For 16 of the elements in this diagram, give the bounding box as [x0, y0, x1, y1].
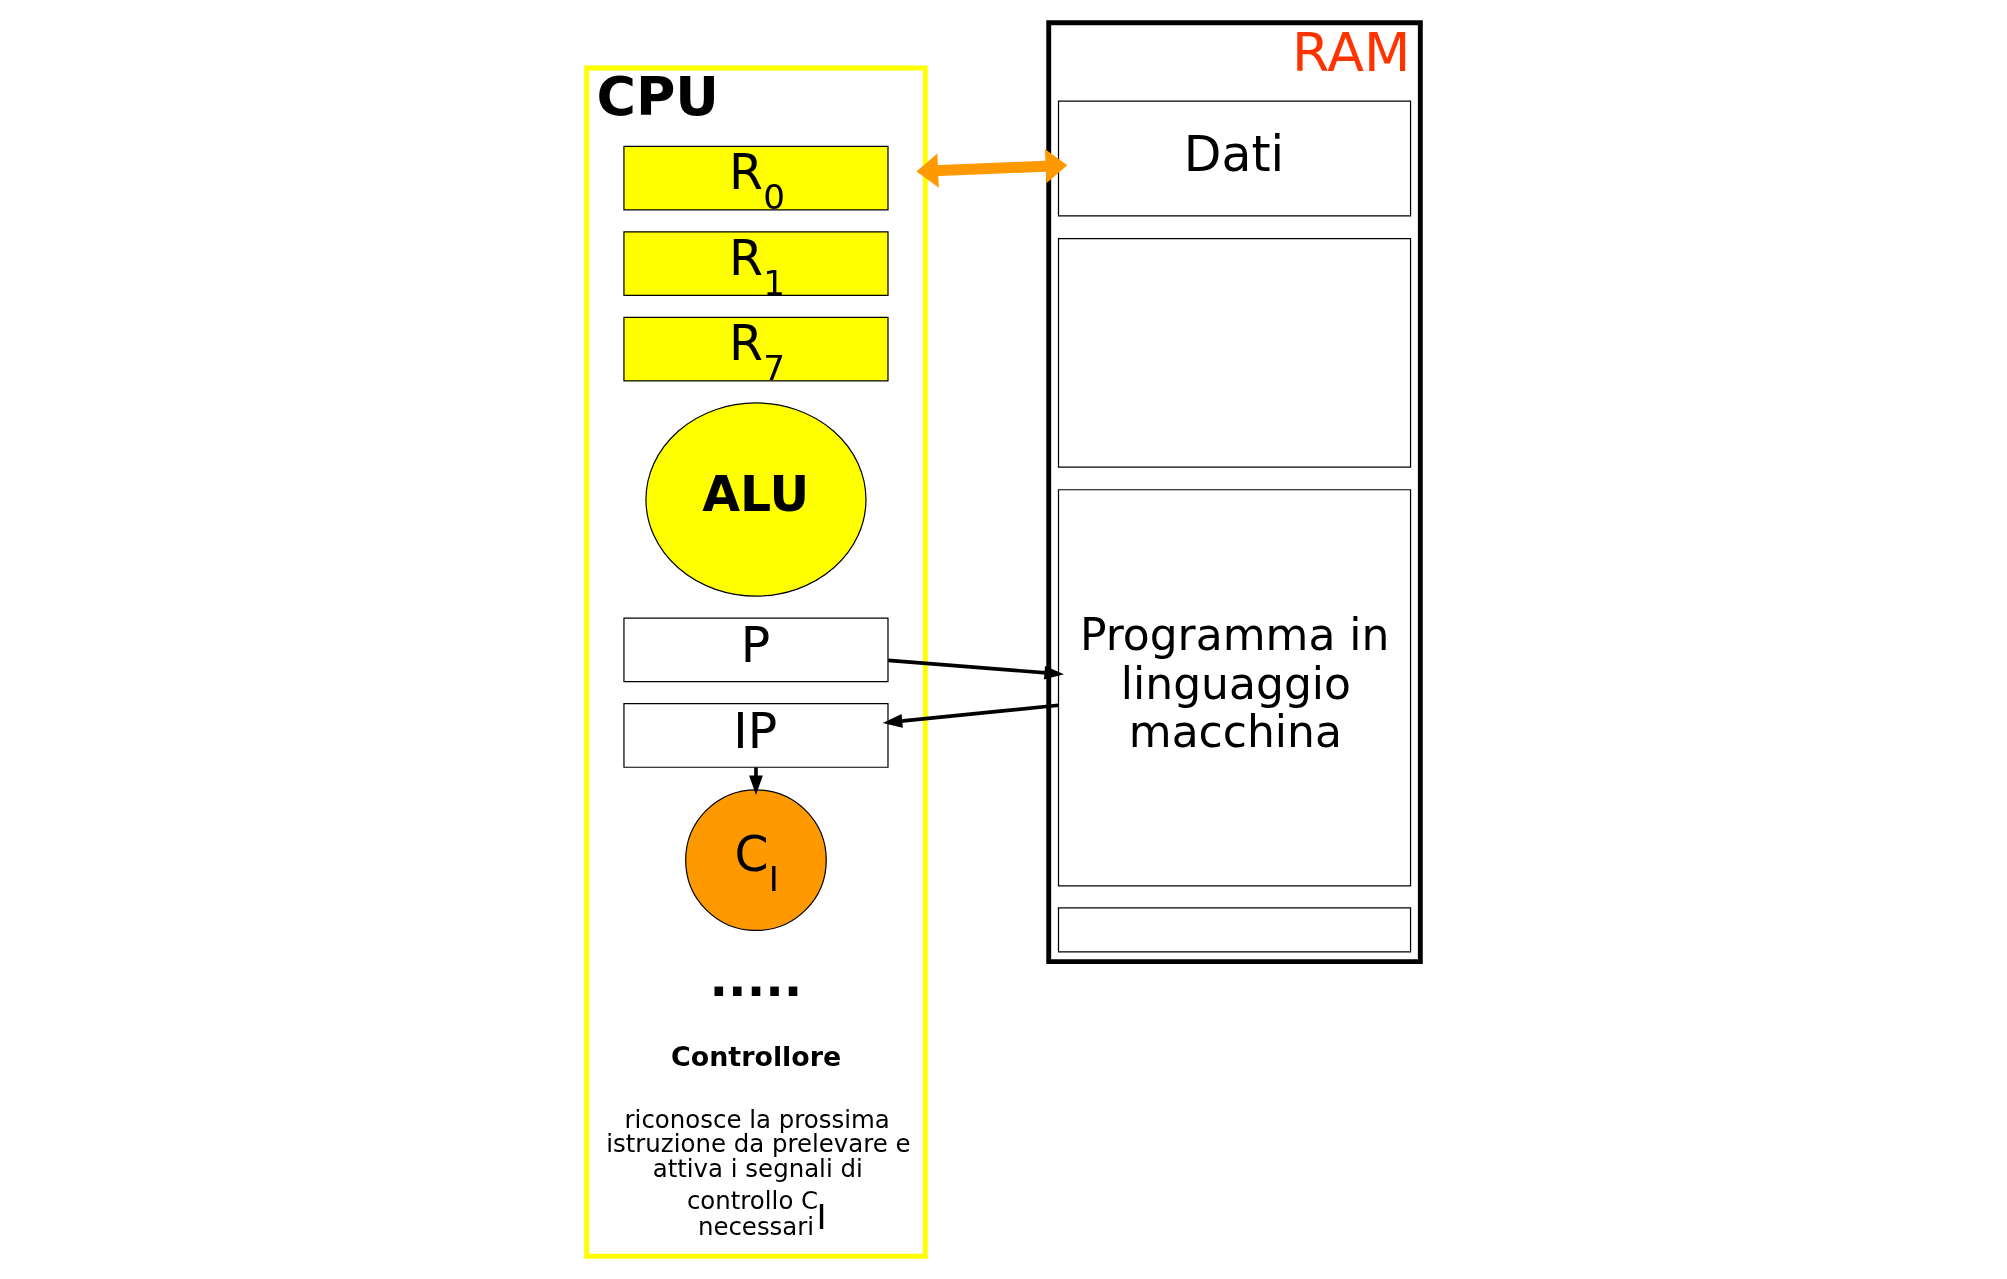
node-box: R$_{1}$ [623, 231, 889, 296]
arrow [916, 149, 1068, 188]
node-box: P [623, 617, 889, 683]
node-box: Programma in linguaggio macchina [1057, 489, 1412, 887]
node-box: IP [623, 703, 889, 768]
node-circle: C$_{I}$ [685, 789, 827, 932]
arrow [888, 658, 1064, 680]
node-box [1057, 907, 1412, 953]
node-box: Dati [1057, 100, 1412, 217]
arrow [882, 703, 1059, 728]
node-box [1057, 237, 1412, 468]
label: ..... [709, 950, 803, 1008]
node-box: R$_{0}$ [623, 145, 889, 211]
label: Controllore [671, 1041, 842, 1073]
node-ellipse: ALU [645, 402, 867, 597]
node-box: R$_{7}$ [623, 316, 889, 382]
